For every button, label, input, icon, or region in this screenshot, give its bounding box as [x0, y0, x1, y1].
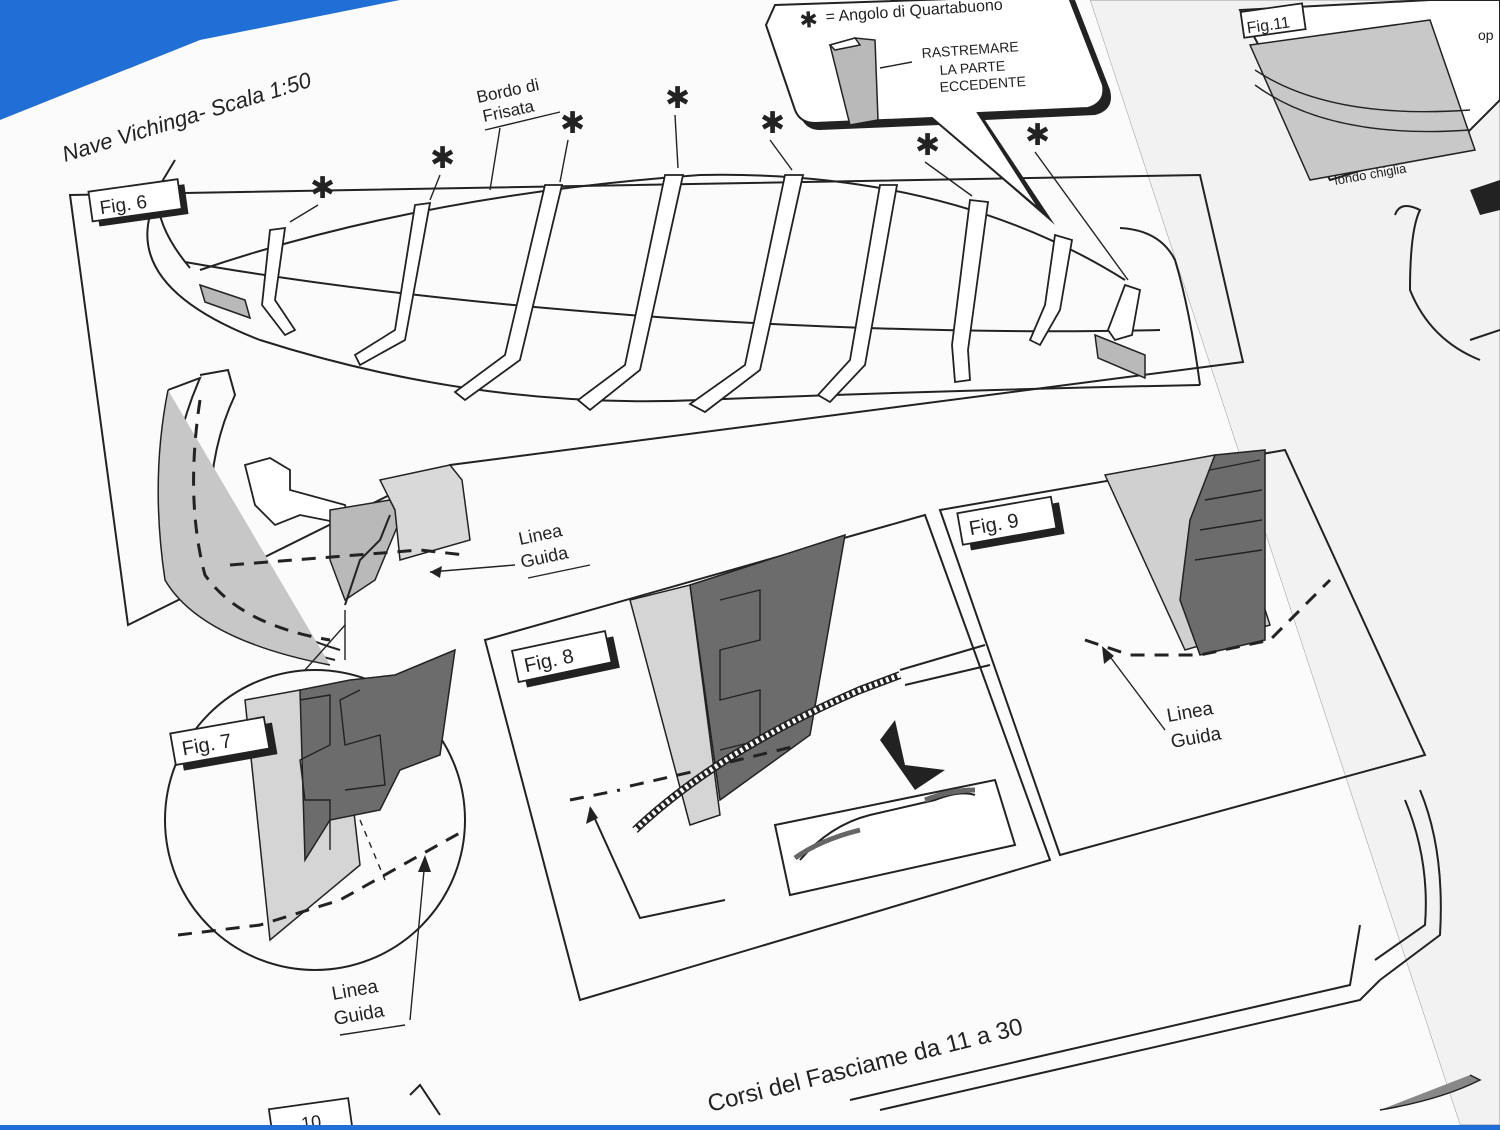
- svg-text:✱: ✱: [760, 107, 785, 140]
- fig7-detail: Fig. 7: [164, 610, 466, 971]
- hull-drawing: [146, 159, 1201, 414]
- svg-text:✱: ✱: [560, 107, 585, 140]
- legend-note-2: LA PARTE: [939, 57, 1006, 78]
- svg-text:✱: ✱: [915, 129, 940, 162]
- fig11-label: Fig.11: [1246, 14, 1291, 37]
- fig9-panel: Fig. 9: [938, 448, 1427, 857]
- svg-text:✱: ✱: [430, 142, 455, 175]
- fig8-panel: Fig. 8: [483, 513, 1052, 1002]
- left-page: [0, 0, 1460, 1125]
- svg-text:✱: ✱: [310, 172, 335, 205]
- svg-text:✱: ✱: [799, 7, 819, 33]
- legend-note-3: ECCEDENTE: [939, 73, 1026, 95]
- partial-label: op: [1478, 27, 1494, 43]
- svg-text:✱: ✱: [665, 82, 690, 115]
- svg-text:✱: ✱: [1025, 119, 1050, 152]
- bow-detail: [157, 368, 471, 666]
- fig10-partial: 10: [300, 1111, 323, 1125]
- star-markers: ✱ ✱ ✱ ✱ ✱ ✱ ✱: [289, 82, 1129, 281]
- right-page: Fig.11 fondo chiglia op: [1089, 0, 1500, 1126]
- legend-note-1: RASTREMARE: [921, 38, 1019, 61]
- legend-callout: ✱ = Angolo di Quartabuono RASTREMARE LA …: [764, 0, 1111, 225]
- fig6-tag: Fig. 6: [87, 178, 189, 227]
